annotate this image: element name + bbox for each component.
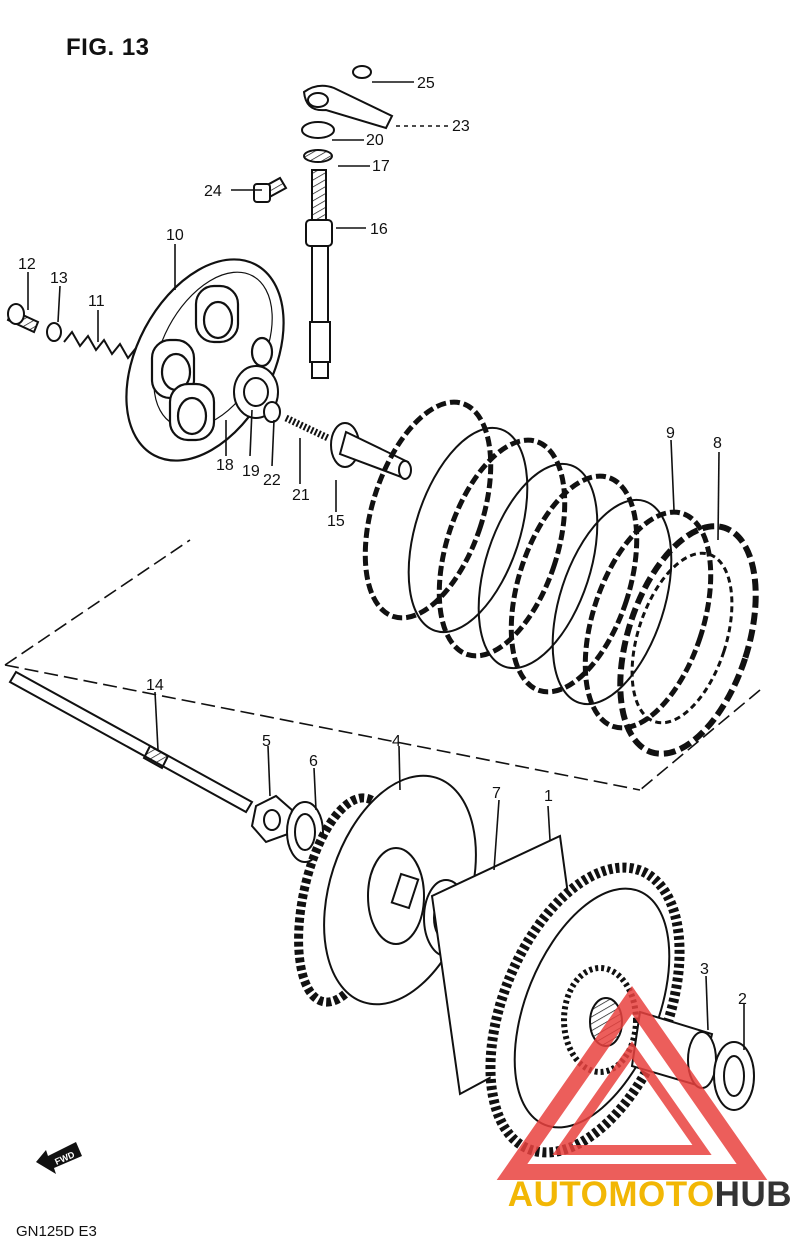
part-label-10: 10 xyxy=(166,227,184,244)
push-rod xyxy=(8,670,254,814)
part-label-14: 14 xyxy=(146,677,164,694)
part-label-13: 13 xyxy=(50,270,68,287)
fwd-arrow-icon: FWD xyxy=(36,1142,82,1174)
part-label-24: 24 xyxy=(204,183,222,200)
part-label-15: 15 xyxy=(327,513,345,530)
plate-group-outline xyxy=(4,539,761,791)
part-label-23: 23 xyxy=(452,118,470,135)
part-label-8: 8 xyxy=(713,435,722,452)
release-arm-assembly xyxy=(253,65,394,379)
watermark-logo-icon xyxy=(496,986,768,1180)
watermark-text: AUTOMOTOHUB xyxy=(508,1175,792,1215)
watermark-text-a: AUTOMOTO xyxy=(507,1175,715,1214)
part-label-19: 19 xyxy=(242,463,260,480)
part-number-labels: 1 2 3 4 5 6 7 8 9 10 11 12 13 14 15 16 1… xyxy=(18,75,747,1008)
nut-and-washer xyxy=(250,794,324,863)
pressure-plate xyxy=(125,258,285,462)
bearing-spring-stack xyxy=(6,303,330,442)
part-label-5: 5 xyxy=(262,733,271,750)
part-label-20: 20 xyxy=(366,132,384,149)
clutch-housing xyxy=(430,834,685,1158)
part-label-1: 1 xyxy=(544,788,553,805)
part-label-2: 2 xyxy=(738,991,747,1008)
part-label-4: 4 xyxy=(392,733,401,750)
push-piece xyxy=(330,422,412,480)
watermark-text-b: HUB xyxy=(714,1175,792,1214)
part-label-9: 9 xyxy=(666,425,675,442)
part-label-18: 18 xyxy=(216,457,234,474)
part-label-17: 17 xyxy=(372,158,390,175)
figure-title: FIG. 13 xyxy=(66,34,150,61)
part-label-3: 3 xyxy=(700,961,709,978)
part-label-25: 25 xyxy=(417,75,435,92)
part-label-12: 12 xyxy=(18,256,36,273)
part-label-6: 6 xyxy=(309,753,318,770)
clutch-plate-stack xyxy=(362,399,759,757)
part-label-7: 7 xyxy=(492,785,501,802)
part-label-11: 11 xyxy=(88,293,105,310)
part-label-22: 22 xyxy=(263,472,281,489)
model-code: GN125D E3 xyxy=(16,1223,97,1240)
part-label-21: 21 xyxy=(292,487,310,504)
part-label-16: 16 xyxy=(370,221,388,238)
leader-lines xyxy=(27,81,745,1050)
